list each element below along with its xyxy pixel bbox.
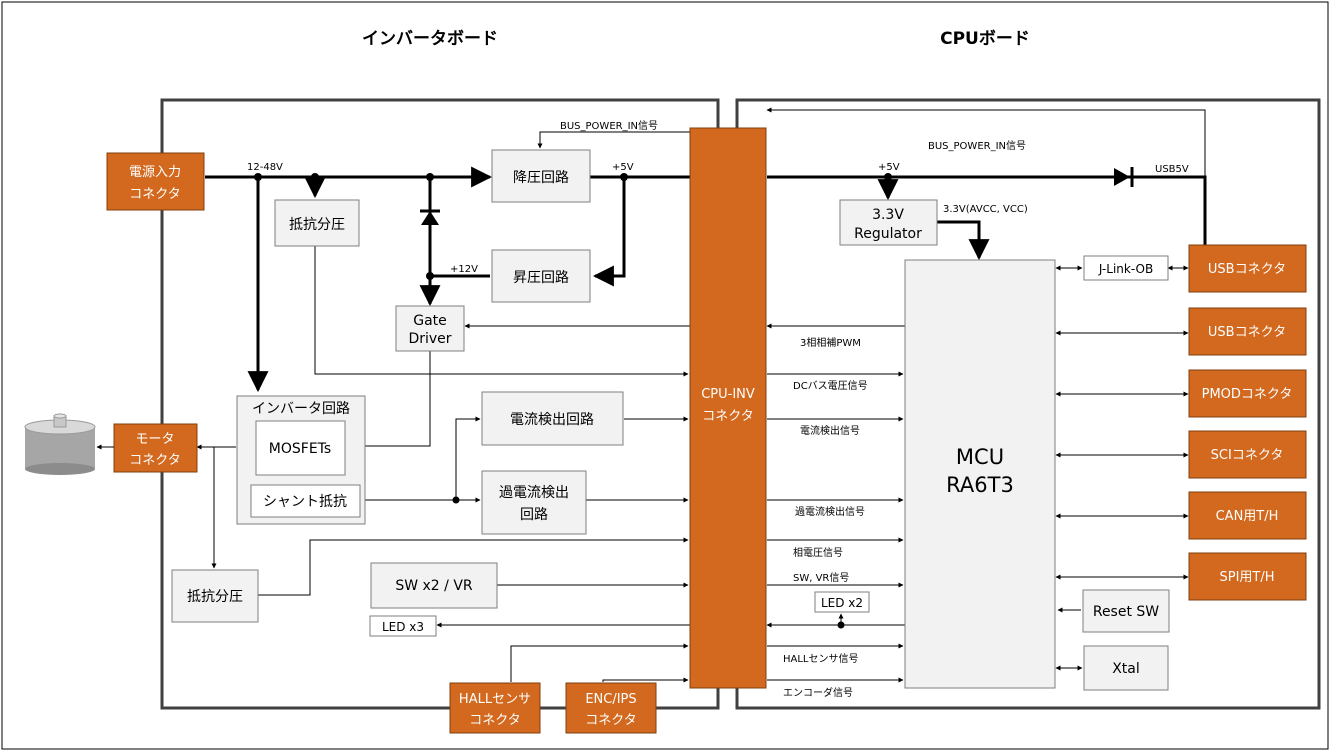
svg-text:Gate: Gate xyxy=(413,313,447,329)
svg-text:LED x3: LED x3 xyxy=(382,620,424,634)
gate-driver xyxy=(395,305,465,352)
svg-text:抵抗分圧: 抵抗分圧 xyxy=(187,589,243,605)
spi-th xyxy=(1188,552,1307,601)
motor-connector xyxy=(113,423,198,473)
svg-text:電源入力: 電源入力 xyxy=(129,165,181,180)
svg-text:SW x2 / VR: SW x2 / VR xyxy=(395,578,473,594)
svg-text:SPI用T/H: SPI用T/H xyxy=(1219,570,1274,585)
shunt-resistor-box xyxy=(250,484,361,518)
svg-text:Xtal: Xtal xyxy=(1112,661,1140,677)
xtal xyxy=(1083,645,1169,691)
svg-text:コネクタ: コネクタ xyxy=(585,713,636,728)
svg-text:USBコネクタ: USBコネクタ xyxy=(1208,325,1286,340)
current-detect-circuit xyxy=(481,391,624,446)
svg-text:Driver: Driver xyxy=(408,331,451,347)
mcu-ra6t3 xyxy=(904,259,1056,689)
svg-text:Reset SW: Reset SW xyxy=(1093,604,1159,620)
signal-label-4: 相電圧信号 xyxy=(793,546,843,559)
enc-ips-connector xyxy=(565,682,657,734)
motor-icon xyxy=(24,413,96,475)
svg-text:電流検出回路: 電流検出回路 xyxy=(510,412,594,428)
overcurrent-detect-circuit xyxy=(481,470,587,535)
svg-text:PMODコネクタ: PMODコネクタ xyxy=(1202,387,1293,402)
step-down-circuit xyxy=(491,149,591,203)
cpu-inv-connector xyxy=(689,127,767,689)
svg-text:RA6T3: RA6T3 xyxy=(946,473,1014,497)
svg-text:LED x2: LED x2 xyxy=(821,596,863,610)
hall-sensor-connector xyxy=(449,682,541,734)
led-x3-box xyxy=(369,615,437,637)
resistor-divider-bottom xyxy=(171,569,259,623)
svg-text:USBコネクタ: USBコネクタ xyxy=(1208,262,1286,277)
voltage-label: 12-48V xyxy=(247,162,283,173)
regulator-3v3 xyxy=(839,199,938,246)
right-connectors: USBコネクタ USBコネクタ PMODコネクタ SCIコネクタ CAN用T/H… xyxy=(1188,244,1307,601)
usb-connector-1 xyxy=(1188,244,1307,293)
led-x2-box xyxy=(814,591,870,613)
signal-label-3: 過電流検出信号 xyxy=(795,505,865,518)
step-up-circuit xyxy=(491,249,591,303)
resistor-divider-top xyxy=(274,199,360,247)
cpu-plus5v-label: +5V xyxy=(878,162,900,173)
signal-label-5: SW, VR信号 xyxy=(793,572,849,584)
signal-label-6: HALLセンサ信号 xyxy=(783,653,859,665)
signal-label-7: エンコーダ信号 xyxy=(783,686,853,699)
svg-text:抵抗分圧: 抵抗分圧 xyxy=(289,217,345,233)
sci-connector xyxy=(1188,430,1307,479)
usb5v-label: USB5V xyxy=(1155,164,1189,175)
svg-text:昇圧回路: 昇圧回路 xyxy=(513,270,569,286)
svg-text:HALLセンサ: HALLセンサ xyxy=(459,692,531,707)
inverter-board-title: インバータボード xyxy=(362,29,498,49)
svg-text:MCU: MCU xyxy=(956,445,1004,469)
svg-text:コネクタ: コネクタ xyxy=(129,453,180,468)
svg-text:J-Link-OB: J-Link-OB xyxy=(1098,262,1153,276)
signal-label-0: 3相相補PWM xyxy=(800,336,861,349)
signal-label-2: 電流検出信号 xyxy=(800,424,860,437)
cpu-board-title: CPUボード xyxy=(940,29,1030,49)
svg-text:降圧回路: 降圧回路 xyxy=(513,170,569,186)
pmod-connector xyxy=(1188,369,1307,418)
svg-text:MOSFETs: MOSFETs xyxy=(269,441,331,457)
mosfets-box xyxy=(255,420,346,476)
svg-text:モータ: モータ xyxy=(135,432,174,447)
reset-sw xyxy=(1082,589,1170,633)
svg-text:シャント抵抗: シャント抵抗 xyxy=(263,494,347,510)
plus12v-label: +12V xyxy=(450,264,478,275)
svg-text:3.3V: 3.3V xyxy=(872,207,904,223)
svg-text:ENC/IPS: ENC/IPS xyxy=(585,692,636,707)
svg-text:SCIコネクタ: SCIコネクタ xyxy=(1211,448,1284,463)
plus5v-label: +5V xyxy=(612,162,634,173)
sw-vr-box xyxy=(370,562,498,609)
usb-connector-2 xyxy=(1188,307,1307,356)
svg-text:CPU-INV: CPU-INV xyxy=(701,387,755,402)
bus-power-in-label-cpu: BUS_POWER_IN信号 xyxy=(928,140,1026,152)
bus-power-in-label-inv: BUS_POWER_IN信号 xyxy=(560,120,658,132)
vcc-label: 3.3V(AVCC, VCC) xyxy=(943,204,1028,215)
power-input-connector xyxy=(106,152,205,211)
can-th xyxy=(1188,491,1307,540)
svg-text:過電流検出: 過電流検出 xyxy=(499,485,569,501)
svg-text:CAN用T/H: CAN用T/H xyxy=(1216,509,1279,524)
svg-text:インバータ回路: インバータ回路 xyxy=(252,401,350,417)
svg-text:回路: 回路 xyxy=(520,507,548,523)
svg-text:Regulator: Regulator xyxy=(854,226,922,242)
svg-text:コネクタ: コネクタ xyxy=(129,187,180,202)
svg-text:コネクタ: コネクタ xyxy=(702,409,753,424)
jlink-ob xyxy=(1083,255,1169,281)
svg-text:コネクタ: コネクタ xyxy=(469,713,520,728)
signal-label-1: DCバス電圧信号 xyxy=(793,380,868,392)
